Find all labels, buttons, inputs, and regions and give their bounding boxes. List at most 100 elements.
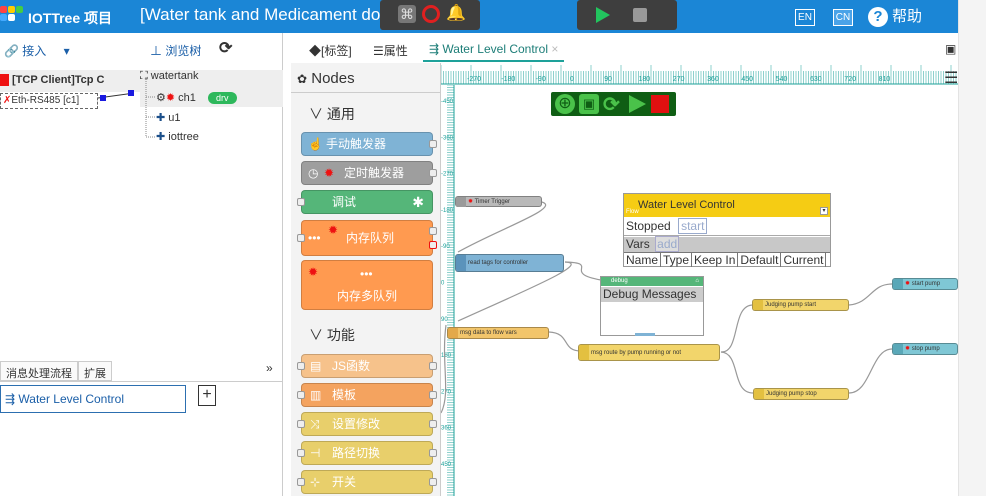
node-set-modify[interactable]: ⤨设置修改	[297, 412, 437, 436]
flow-node-msg-route[interactable]: msg route by pump running or not	[578, 344, 720, 361]
node-debug[interactable]: 调试✱	[297, 190, 433, 214]
node-route-switch[interactable]: ⊣ 路径切换	[297, 441, 437, 465]
tree-iottree[interactable]: ✚ iottree	[156, 130, 199, 143]
in-port[interactable]	[297, 449, 305, 457]
in-port[interactable]	[297, 234, 305, 242]
in-port[interactable]	[297, 478, 305, 486]
node-timer-trigger[interactable]: ◷✹定时触发器	[301, 161, 437, 185]
wlc-col-type: Type	[661, 253, 693, 267]
out-port[interactable]	[429, 478, 437, 486]
wlc-node[interactable]: Water Level Control Flow ▾ Stopped start…	[623, 193, 831, 267]
debug-scroll[interactable]	[635, 333, 655, 336]
app-title: IOTTree 项目	[28, 10, 113, 26]
out-port[interactable]	[429, 362, 437, 370]
flow-node-judge-start[interactable]: Judging pump start	[752, 299, 849, 311]
collapse-icon[interactable]: »	[266, 361, 273, 375]
conn-channel[interactable]: ✗Eth-RS485 [c1]	[0, 93, 98, 109]
node-template[interactable]: ▥模板	[297, 383, 437, 407]
tag-icon	[456, 255, 466, 271]
node-manual-label: 手动触发器	[326, 137, 387, 151]
node-mem-multi-queue[interactable]: ✹•••内存多队列	[301, 260, 433, 310]
nodes-header: ✿ Nodes	[291, 63, 440, 93]
stop-square-icon[interactable]	[633, 8, 647, 22]
node-mem-queue[interactable]: •••✹内存队列	[297, 220, 437, 256]
flow-node-stop-pump[interactable]: ✹ stop pump	[892, 343, 958, 355]
debug-panel[interactable]: debug⌂ Debug Messages	[600, 276, 704, 336]
wlc-flow-tag: Flow	[626, 209, 639, 215]
wlc-start-button[interactable]: start	[678, 218, 708, 234]
save-icon[interactable]: ▣	[579, 94, 599, 114]
stop-circle-icon[interactable]	[422, 5, 440, 23]
out-port[interactable]	[429, 140, 437, 148]
conn-row[interactable]: [TCP Client]Tcp C	[0, 70, 283, 92]
bell-icon[interactable]: 🔔	[446, 5, 466, 22]
shuffle-icon: ⤨	[310, 417, 320, 431]
flow-start-pump-label: start pump	[911, 281, 941, 287]
drv-badge[interactable]: drv	[208, 92, 237, 104]
crosshair-icon[interactable]: ⊕	[555, 94, 575, 114]
wlc-add-button[interactable]: add	[655, 236, 680, 252]
section-func[interactable]: ∨ 功能	[309, 325, 355, 345]
tab-extend[interactable]: 扩展	[78, 361, 112, 381]
tab-props[interactable]: ☰属性	[367, 38, 414, 63]
browse-tree-button[interactable]: ⊥ 浏览树	[150, 42, 201, 59]
out-port[interactable]	[429, 227, 437, 235]
chevron-down-icon: ∨	[309, 327, 323, 343]
flow-item[interactable]: ⇶ Water Level Control	[0, 385, 186, 413]
out-port[interactable]	[429, 391, 437, 399]
tab-water-level[interactable]: ⇶ Water Level Control ×	[423, 38, 565, 62]
refresh-icon[interactable]: ⟳	[603, 94, 620, 116]
menu-icon[interactable]: ☰	[944, 70, 959, 87]
ruler-y-label: 450	[441, 462, 452, 468]
flow-node-read-tags[interactable]: read tags for controller	[455, 254, 564, 272]
in-port[interactable]	[297, 391, 305, 399]
out-port[interactable]	[429, 420, 437, 428]
lang-en-button[interactable]: EN	[795, 9, 815, 26]
tree-root[interactable]: ⛶ watertank	[140, 70, 198, 83]
dots-icon: •••	[308, 231, 321, 245]
right-edge	[958, 0, 986, 496]
node-route-label: 路径切换	[332, 446, 381, 460]
run-icon[interactable]	[627, 94, 647, 114]
lang-cn-button[interactable]: CN	[833, 9, 853, 26]
tree-ch1[interactable]: ⚙✹ ch1 drv	[140, 89, 283, 107]
in-port[interactable]	[297, 420, 305, 428]
ch1-icons: ⚙✹ ch1	[156, 91, 196, 104]
node-js-func[interactable]: ▤JS函数	[297, 354, 437, 378]
wlc-col-name: Name	[624, 253, 662, 267]
tree-u1[interactable]: ✚ u1	[156, 111, 181, 124]
in-port[interactable]	[297, 362, 305, 370]
in-port[interactable]	[297, 198, 305, 206]
out-port[interactable]	[429, 449, 437, 457]
section-general[interactable]: ∨ 通用	[309, 104, 355, 124]
flow-node-start-pump[interactable]: ✹ start pump	[892, 278, 958, 290]
flow-msg-data-label: msg data to flow vars	[460, 330, 517, 336]
out-port[interactable]	[429, 169, 437, 177]
window-icon[interactable]: ▣	[945, 42, 957, 56]
out-port-2[interactable]	[429, 241, 437, 249]
node-timer-label: 定时触发器	[344, 166, 405, 180]
node-switch[interactable]: ⊹开关	[297, 470, 437, 494]
stop-icon[interactable]	[651, 95, 669, 113]
shuffle-icon	[448, 328, 458, 338]
ruler-x-label: 810	[879, 76, 891, 83]
chevron-down-icon: ∨	[309, 106, 323, 122]
route-icon: ⊣	[310, 446, 321, 460]
node-manual-trigger[interactable]: ☝手动触发器	[301, 132, 437, 156]
connect-icon[interactable]: ⌘	[398, 5, 416, 23]
access-menu[interactable]: 🔗 接入 ▾	[4, 42, 70, 59]
add-flow-button[interactable]: +	[198, 385, 216, 406]
dots-icon: •••	[360, 267, 373, 281]
refresh-icon[interactable]: ⟳	[219, 40, 233, 57]
play-icon[interactable]	[593, 6, 611, 24]
flow-node-timer[interactable]: ✹ Timer Trigger	[455, 196, 542, 207]
tab-tags[interactable]: ◆[标签]	[303, 38, 358, 63]
flow-node-msg-data[interactable]: msg data to flow vars	[447, 327, 549, 339]
access-label: 接入	[22, 44, 47, 58]
tab-flow[interactable]: 消息处理流程	[0, 361, 78, 381]
wlc-toggle-icon[interactable]: ▾	[820, 207, 828, 215]
nodes-icon: ✿	[297, 72, 308, 86]
help-button[interactable]: ?帮助	[868, 5, 922, 27]
flow-node-judge-stop[interactable]: Judging pump stop	[753, 388, 849, 400]
close-icon[interactable]: ×	[551, 42, 559, 56]
